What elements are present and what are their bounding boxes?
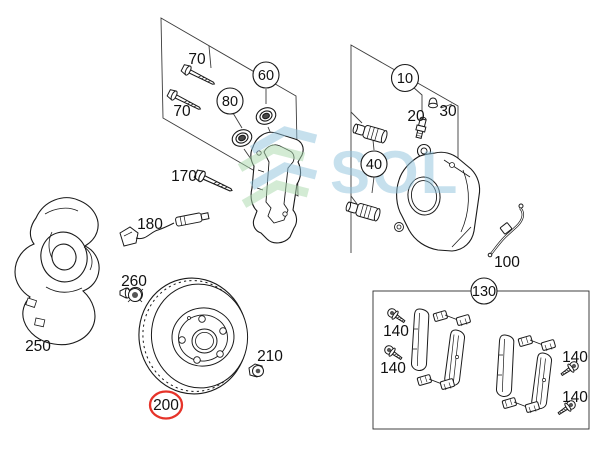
- watermark-chevron-1: [249, 126, 318, 154]
- label-180: 180: [137, 216, 163, 233]
- watermark-chevron-2: [237, 144, 306, 172]
- label-170: 170: [171, 168, 197, 185]
- splash-shield: [14, 197, 100, 346]
- dust-cap-30: [428, 97, 438, 109]
- pad-shim-clips-left-top: [432, 309, 472, 327]
- watermark-text: SOL: [330, 139, 459, 206]
- part-number-labels: 70 70 170 180 250 260 210 200 20 30 100 …: [25, 51, 588, 414]
- label-260: 260: [121, 273, 147, 290]
- callout-boxes-and-leaders: [160, 17, 590, 430]
- brake-caliper: [394, 143, 481, 252]
- brake-pad-right-outer: [495, 334, 515, 398]
- circled-callouts: 60 80 10 40 130: [216, 61, 498, 305]
- brake-pad-left-outer: [410, 308, 430, 372]
- highlight-circle-200: [148, 390, 184, 420]
- label-70-lower: 70: [173, 103, 191, 120]
- carrier-bolt-170: [192, 168, 235, 197]
- watermark-chevron-4: [241, 180, 310, 208]
- label-130: 130: [472, 284, 496, 300]
- label-210: 210: [257, 348, 283, 365]
- label-140-c: 140: [562, 349, 588, 366]
- brake-disc: [138, 277, 249, 395]
- label-140-d: 140: [562, 389, 588, 406]
- label-250: 250: [25, 338, 51, 355]
- pad-shim-clips-right-top: [517, 334, 557, 352]
- group-box-top-left: [160, 17, 299, 197]
- retaining-spring-100: [487, 203, 525, 258]
- label-60: 60: [258, 68, 274, 84]
- callout-circle-80: [216, 87, 244, 115]
- brake-pad-left-inner: [444, 329, 466, 387]
- label-100: 100: [494, 254, 520, 271]
- callout-circle-60: [252, 61, 280, 89]
- watermark-chevron-3: [249, 162, 318, 190]
- label-10: 10: [397, 71, 413, 87]
- wear-sensor: [119, 212, 210, 247]
- label-140-a: 140: [383, 323, 409, 340]
- label-80: 80: [222, 94, 238, 110]
- brake-pad-right-inner: [531, 352, 553, 410]
- callout-circle-10: [390, 63, 420, 93]
- label-20: 20: [407, 108, 425, 125]
- grommet-60: [253, 104, 279, 128]
- label-30: 30: [439, 103, 457, 120]
- bleeder-valve-20: [415, 116, 427, 139]
- callout-circle-130: [470, 277, 498, 305]
- watermark-logo: [237, 126, 318, 208]
- label-70-upper: 70: [188, 51, 206, 68]
- bolt-260: [119, 286, 144, 303]
- set-screw-210: [248, 363, 264, 378]
- label-140-b: 140: [380, 360, 406, 377]
- label-40: 40: [366, 157, 382, 173]
- callout-circle-40: [360, 150, 388, 178]
- label-200: 200: [153, 397, 179, 414]
